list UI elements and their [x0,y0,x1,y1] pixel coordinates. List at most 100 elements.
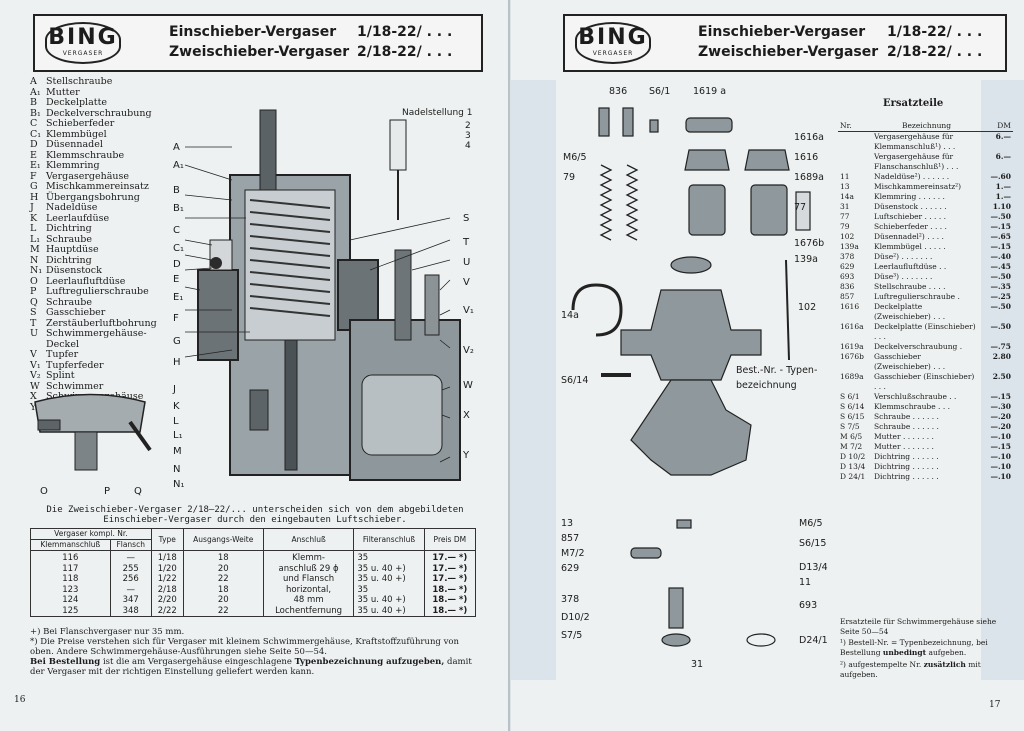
vt-ausgang: 20 [182,595,264,606]
sp-dm: —.15 [990,442,1011,451]
sp-bez: Mutter . . . . . . . [874,442,934,451]
diagram-label: X [463,410,470,421]
legend-text: Splint [46,370,75,381]
sp-nr: D 13/4 [840,462,866,471]
legend-text: Deckelplatte [46,97,108,108]
vt-anschluss: 48 mm [262,595,355,606]
legend-code: W [30,380,40,392]
legend-item: N Dichtring [30,254,157,267]
diagram-label: F [173,313,179,324]
spare-part-row: Vergasergehäuse für Flanschanschluß¹) . … [838,152,1013,172]
sp-nr: D 24/1 [840,472,866,481]
legend-text: Schwimmer [46,380,104,392]
sp-dm: —.50 [990,212,1011,221]
diagram-label: U [463,257,471,268]
sp-nr: 77 [840,212,850,221]
vt-preis: 17.— *) [423,550,477,564]
part-label: bezeichnung [736,380,797,391]
right-page: BING VERGASER Einschieber-Vergaser 1/18-… [511,0,1024,731]
left-page: BING VERGASER Einschieber-Vergaser 1/18-… [0,0,510,731]
part-label: 139a [794,254,818,265]
legend-text: Düsenstock [46,265,102,276]
diagram-label: E₁ [173,292,184,303]
legend-code: N [30,254,39,266]
sp-nr: 1676b [840,352,864,361]
sp-nr: 1616a [840,322,864,331]
code-zweischieber-right: 2/18-22/ . . . [887,44,983,60]
vt-flansch: — [109,550,152,564]
legend-item: W Schwimmer [30,380,157,393]
sp-dm: 1.10 [992,202,1011,211]
sp-dm: 1.— [995,182,1011,191]
ersatz-note: Ersatzteile für Schwimmergehäuse siehe S… [840,617,997,636]
part-label: Best.-Nr. - Typen- [736,365,818,376]
diagram-caption: Die Zweischieber-Vergaser 2/18—22/... un… [46,505,464,525]
legend-code: U [30,328,39,339]
sp-bez: Klemmbügel . . . . . [874,242,946,251]
part-label: M6/5 [563,152,587,163]
sp-nr: 14a [840,192,855,201]
th-preis: Preis DM [423,528,477,551]
part-label: S7/5 [561,630,583,641]
sp-nr: M 6/5 [840,432,863,441]
bing-logo: BING VERGASER [45,22,121,64]
sp-dm: —.10 [990,432,1011,441]
sp-bez: Vergasergehäuse für Flanschanschluß¹) . … [874,152,959,171]
sp-dm: —.45 [990,262,1011,271]
sp-nr: 139a [840,242,859,251]
legend-item: Deckel [30,339,157,351]
legend-code: A₁ [30,86,41,98]
sp-bez: Verschlußschraube . . [874,392,957,401]
legend-code: H [30,191,39,203]
legend-text: Übergangsbohrung [46,191,140,203]
vt-anschluss: und Flansch [262,574,355,585]
sp-bez: Mischkammereinsatz²) [874,182,962,191]
sp-nr: S 6/15 [840,412,865,421]
vt-klemm: 125 [30,605,111,617]
legend-text: Leerlaufdüse [46,212,110,224]
sp-bez: Schraube . . . . . . [874,412,939,421]
vt-preis: 18.— *) [423,584,477,595]
sp-bez: Leerlaufluftdüse . . [874,262,947,271]
print-through-left [511,80,556,680]
sp-nr: 1616 [840,302,860,311]
vt-ausgang: 18 [182,550,264,564]
page-number-right: 17 [989,700,1001,710]
note2-b: unbedingt [882,647,927,657]
vt-flansch: 255 [109,563,152,574]
note2-a: ¹) Bestell-Nr. = Typenbezeichnung, bei B… [840,638,988,657]
note3-b: zusätzlich [923,660,966,669]
et-h-bez: Bezeichnung [872,120,981,132]
legend-text: Mutter [46,86,80,98]
vt-filter: 35 [353,584,425,595]
legend-code: F [30,170,37,182]
label-p: P [104,486,111,497]
sp-dm: 6.— [995,152,1011,161]
et-h-nr: Nr. [838,120,872,132]
legend-code: V₁ [30,359,41,371]
vt-klemm: 117 [30,563,111,574]
nadelstellung-label: Nadelstellung 1 [402,108,473,118]
legend-code: V [30,349,37,360]
legend-text: Dichtring [46,254,92,266]
th-vergaser-group: Vergaser kompl. Nr. [30,528,152,540]
diagram-label: V₂ [463,345,474,356]
sp-nr: 378 [840,252,855,261]
legend-code: P [30,286,37,297]
note3-a: ²) aufgestempelte Nr. [840,660,924,669]
vt-flansch: 256 [109,574,152,585]
idle-air-detail-diagram [34,393,152,471]
